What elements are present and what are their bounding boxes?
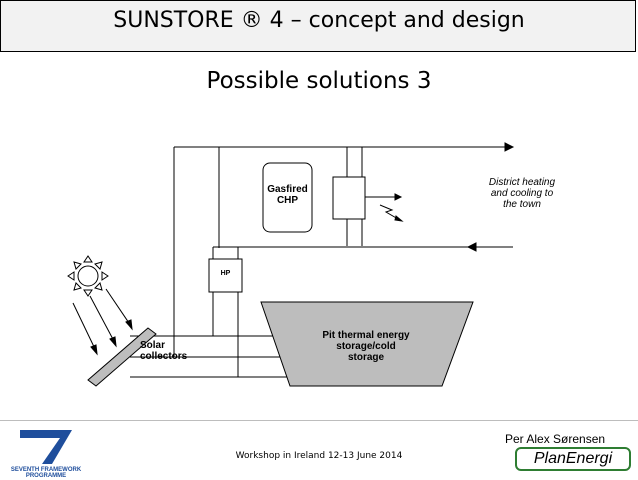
solar-collector-panel — [87, 327, 157, 387]
district-heating-label: District heating and cooling to the town — [488, 177, 556, 210]
fp7-seven-icon — [20, 430, 72, 464]
svg-text:SEVENTH FRAMEWORK: SEVENTH FRAMEWORK — [11, 467, 82, 473]
system-diagram — [67, 142, 515, 387]
sun-icon — [67, 255, 109, 297]
cooling-zigzag — [379, 204, 399, 220]
sun-ray-3 — [105, 288, 132, 327]
sun-ray-1 — [72, 302, 97, 352]
sun-ray-2 — [89, 295, 116, 344]
fp7-logo: SEVENTH FRAMEWORK PROGRAMME — [11, 430, 82, 478]
solar-collectors-label: Solar collectors — [140, 340, 188, 362]
planenergi-logo: PlanEnergi — [515, 447, 631, 471]
heat-exchanger-box — [332, 176, 366, 220]
supply-arrowhead — [504, 142, 515, 152]
pit-storage-label: Pit thermal energy storage/cold storage — [322, 330, 410, 363]
pit-storage-shape — [260, 301, 474, 387]
svg-text:PROGRAMME: PROGRAMME — [26, 473, 66, 478]
hp-label: HP — [220, 270, 231, 277]
gas-chp-box — [262, 162, 313, 233]
workshop-text: Workshop in Ireland 12-13 June 2014 — [235, 451, 403, 461]
author-name: Per Alex Sørensen — [505, 432, 606, 446]
gas-chp-label: Gasfired CHP — [267, 184, 308, 206]
page-title: SUNSTORE ® 4 – concept and design — [113, 8, 525, 33]
slide-subtitle: Possible solutions 3 — [206, 68, 432, 94]
title-bar — [0, 0, 636, 52]
hp-box — [208, 258, 243, 293]
